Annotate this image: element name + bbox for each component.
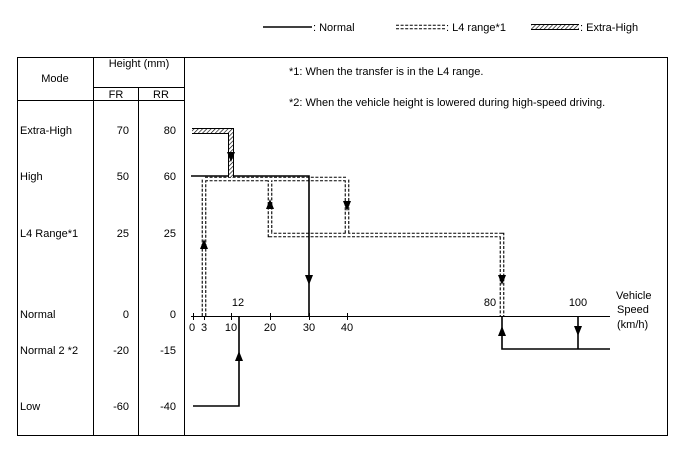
row-rr-value: -15	[160, 345, 176, 357]
speed-axis: 0 3 10 20 30 40 12 80 100 Vehicle Speed …	[189, 290, 652, 334]
row-rr-value: -40	[160, 401, 176, 413]
row-mode-label: Normal	[20, 309, 55, 321]
axis-tick-label: 3	[201, 322, 207, 334]
arrow-down-icon	[343, 201, 351, 211]
row-rr-value: 25	[164, 228, 176, 240]
arrow-up-icon	[266, 199, 274, 209]
table-header: Mode Height (mm) FR RR	[41, 58, 169, 101]
arrow-up-icon	[200, 239, 208, 249]
axis-label: (km/h)	[617, 319, 648, 331]
normal2-line	[501, 316, 610, 350]
row-fr-value: 70	[117, 125, 129, 137]
row-mode-label: L4 Range*1	[20, 228, 78, 240]
row-fr-value: -20	[113, 345, 129, 357]
extra-high-transition	[192, 128, 234, 177]
l4-range-transitions	[201, 176, 505, 316]
row-mode-label: Extra-High	[20, 125, 72, 137]
direction-arrows	[200, 152, 582, 361]
row-fr-value: 0	[123, 309, 129, 321]
axis-tick-label: 100	[569, 297, 587, 309]
row-mode-label: Normal 2 *2	[20, 345, 78, 357]
axis-tick-label: 40	[341, 322, 353, 334]
arrow-up-icon	[235, 351, 243, 361]
arrow-up-icon	[498, 326, 506, 336]
l4-path-up-inner	[202, 177, 349, 316]
legend-extra-high-label: : Extra-High	[580, 22, 638, 34]
row-rr-value: 80	[164, 125, 176, 137]
legend-normal-label: : Normal	[313, 22, 355, 34]
row-mode-label: Low	[20, 401, 40, 413]
legend-l4-label: : L4 range*1	[446, 22, 506, 34]
arrow-down-icon	[227, 152, 235, 162]
row-rr-value: 0	[170, 309, 176, 321]
row-fr-value: -60	[113, 401, 129, 413]
row-rr-value: 60	[164, 171, 176, 183]
legend: : Normal : L4 range*1 : Extra-High	[263, 22, 638, 34]
axis-tick-label: 30	[303, 322, 315, 334]
notes: *1: When the transfer is in the L4 range…	[289, 66, 605, 109]
l4-path-down-inner	[268, 179, 504, 316]
axis-tick-label: 0	[189, 322, 195, 334]
note-normal2: *2: When the vehicle height is lowered d…	[289, 97, 605, 109]
normal-transitions	[191, 175, 610, 407]
row-fr-value: 25	[117, 228, 129, 240]
axis-label: Speed	[617, 304, 649, 316]
extra-high-line-outer	[192, 128, 234, 177]
row-fr-value: 50	[117, 171, 129, 183]
outer-border	[17, 57, 668, 436]
height-header: Height (mm)	[109, 58, 170, 70]
high-to-normal-line	[191, 175, 310, 316]
arrow-down-icon	[305, 275, 313, 285]
axis-tick-label: 20	[264, 322, 276, 334]
l4-path-up-outer	[201, 176, 350, 316]
row-mode-label: High	[20, 171, 43, 183]
table-frame	[17, 57, 668, 436]
extra-high-line-inner	[192, 129, 233, 177]
note-l4: *1: When the transfer is in the L4 range…	[289, 66, 483, 78]
axis-tick-label: 80	[484, 297, 496, 309]
arrow-down-icon	[574, 326, 582, 336]
fr-header: FR	[109, 89, 124, 101]
rr-header: RR	[153, 89, 169, 101]
mode-header: Mode	[41, 73, 69, 85]
arrow-down-icon	[498, 275, 506, 285]
axis-label: Vehicle	[616, 290, 651, 302]
axis-tick-label: 10	[225, 322, 237, 334]
table-rows: Extra-High 70 80 High 50 60 L4 Range*1 2…	[20, 125, 176, 413]
axis-tick-label: 12	[232, 297, 244, 309]
low-to-normal-line	[193, 316, 240, 407]
l4-path-down-outer	[267, 179, 505, 316]
